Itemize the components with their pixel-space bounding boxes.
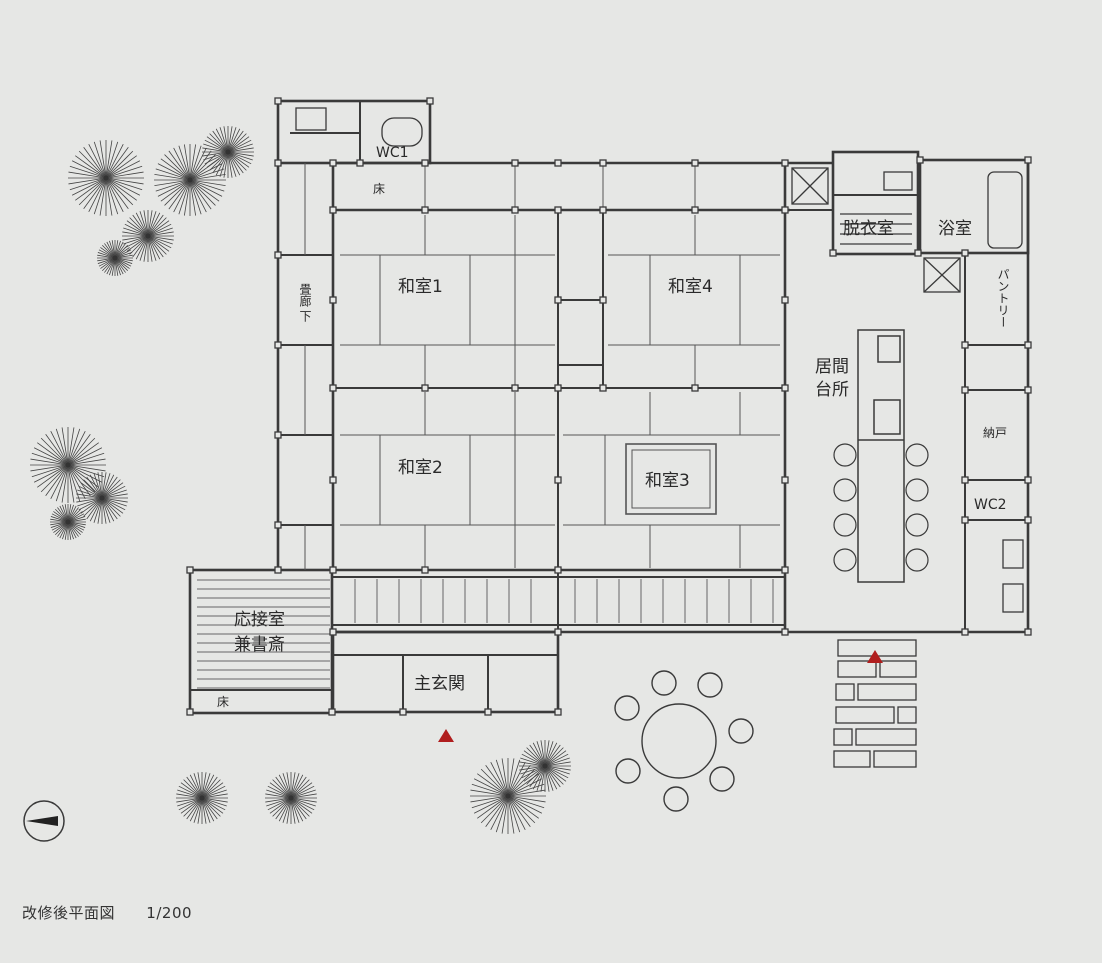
stepping-stones bbox=[833, 639, 917, 768]
tree-icon bbox=[50, 504, 86, 540]
room-label-osetsu: 応接室 bbox=[234, 610, 285, 630]
tree-icon-group bbox=[30, 126, 571, 834]
room-label-nando: 納戸 bbox=[983, 426, 1007, 440]
room-label-tatami-roka-sub: 下 bbox=[298, 310, 312, 322]
tree-icon bbox=[122, 210, 174, 262]
kitchen-island bbox=[857, 329, 905, 583]
tree-icon bbox=[470, 758, 546, 834]
tree-icon bbox=[154, 144, 226, 216]
north-arrow-icon bbox=[23, 800, 65, 842]
inner-walls bbox=[190, 101, 1028, 712]
caption-scale: 1/200 bbox=[146, 904, 193, 922]
room-label-washitsu1: 和室1 bbox=[398, 277, 443, 297]
room-label-toko-top: 床 bbox=[373, 182, 385, 196]
outer-walls bbox=[188, 99, 1030, 715]
tree-icon bbox=[519, 740, 571, 792]
room-label-washitsu2: 和室2 bbox=[398, 458, 443, 478]
room-label-washitsu4: 和室4 bbox=[668, 277, 713, 297]
tree-icon bbox=[265, 772, 317, 824]
room-label-shosai: 兼書斎 bbox=[234, 635, 285, 655]
tree-icon bbox=[68, 140, 144, 216]
tree-icon bbox=[76, 472, 128, 524]
room-label-pantry: パントリー bbox=[996, 268, 1010, 328]
columns bbox=[186, 97, 1032, 716]
room-label-washitsu3: 和室3 bbox=[645, 471, 690, 491]
reception-floorboards bbox=[197, 579, 330, 689]
room-label-wc1: WC1 bbox=[376, 145, 409, 161]
room-label-toko-bottom: 床 bbox=[217, 695, 229, 709]
tree-icon bbox=[202, 126, 254, 178]
drawing-caption: 改修後平面図 1/200 bbox=[22, 902, 218, 923]
room-label-yokushitsu: 浴室 bbox=[938, 219, 972, 239]
room-label-wc2: WC2 bbox=[974, 497, 1007, 513]
room-label-datsuishitsu: 脱衣室 bbox=[843, 219, 894, 239]
room-label-genkan: 主玄関 bbox=[414, 674, 465, 694]
tree-icon bbox=[176, 772, 228, 824]
bath-fixtures bbox=[295, 107, 1024, 613]
tree-icon bbox=[30, 427, 106, 503]
stools bbox=[833, 443, 929, 572]
caption-title: 改修後平面図 bbox=[22, 904, 116, 922]
garden-table bbox=[614, 670, 754, 812]
room-label-ima: 居間 bbox=[815, 357, 849, 377]
room-label-tatami-roka: 畳廊 bbox=[298, 283, 312, 308]
entrance-marker-icon bbox=[438, 650, 883, 742]
engawa-boards bbox=[354, 579, 774, 623]
tree-icon bbox=[97, 240, 133, 276]
room-label-daidokoro: 台所 bbox=[815, 380, 849, 400]
tatami-lines bbox=[304, 163, 780, 570]
